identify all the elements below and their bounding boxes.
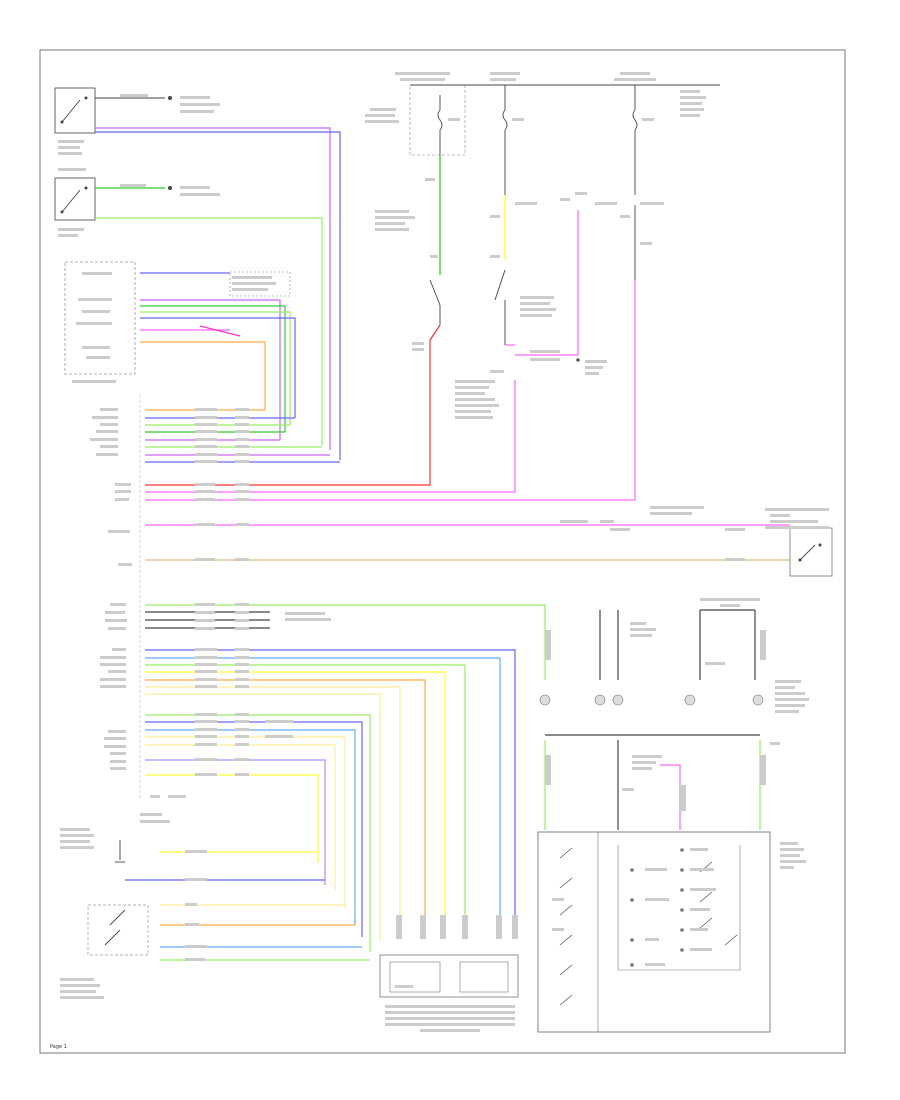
pcm-pin-labels-upper [90,408,249,463]
range-sensor-wires [95,127,341,460]
pcm-pin-labels-lower [100,603,331,823]
fuse-block-2 [490,72,524,195]
pcm-power-labels [108,483,249,566]
clutch-pedal-switch [455,269,556,419]
sensor-pin-labels [396,915,518,939]
cruise-control-switch [60,828,370,999]
right-labels [545,598,809,811]
clutch-switch-top [54,87,220,155]
transmission-range-sensor [64,261,136,383]
right-transmission-block [560,506,833,577]
clutch-switch-mid [54,168,220,237]
fuse-block-1 [365,72,466,156]
page-label: Page 1 [50,1044,67,1050]
diagram-border [39,49,846,1054]
brake-switch [412,279,441,351]
right-harness [544,609,761,830]
accelerator-pedal-sensor [379,954,519,1032]
fuse-block-3 [614,72,706,195]
pcm-power-wires [145,280,790,561]
switch-module [537,831,806,1033]
right-connectors [539,694,764,706]
